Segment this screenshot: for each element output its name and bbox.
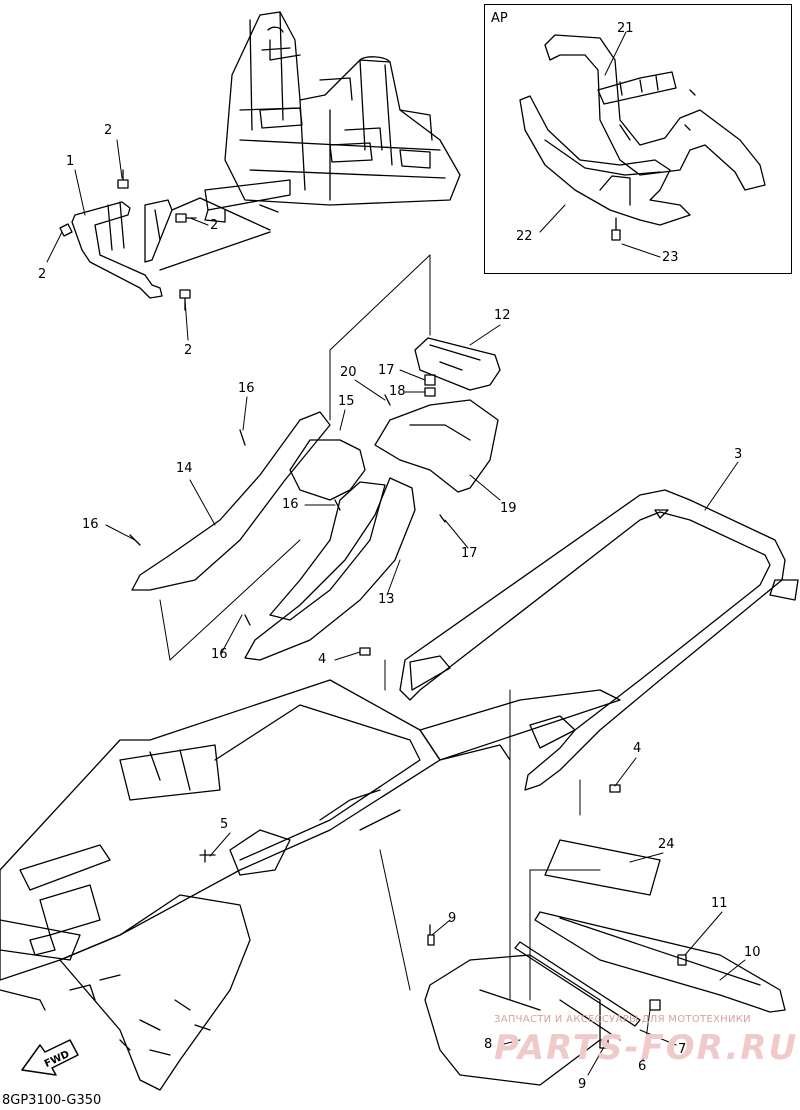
callout-14: 14 xyxy=(176,461,193,476)
callout-12: 12 xyxy=(494,308,511,323)
callout-24: 24 xyxy=(658,837,675,852)
footrest-parts-drawing xyxy=(424,839,786,1086)
callout-8: 8 xyxy=(484,1037,493,1052)
callout-2: 2 xyxy=(104,123,113,138)
callout-5: 5 xyxy=(220,817,229,832)
fwd-label: FWD xyxy=(42,1048,72,1071)
front-frame-drawing xyxy=(199,11,461,231)
callout-3: 3 xyxy=(734,447,743,462)
callout-7: 7 xyxy=(678,1042,687,1057)
callout-11: 11 xyxy=(711,896,728,911)
diagram-code: 8GP3100-G350 xyxy=(2,1093,102,1108)
callout-18: 18 xyxy=(389,384,406,399)
callout-13: 13 xyxy=(378,592,395,607)
watermark-subtitle: ЗАПЧАСТИ И АКСЕССУАРЫ ДЛЯ МОТОТЕХНИКИ xyxy=(494,1014,751,1025)
callout-16: 16 xyxy=(238,381,255,396)
callout-10: 10 xyxy=(744,945,761,960)
callout-17: 17 xyxy=(378,363,395,378)
rear-grab-bar-3 xyxy=(359,489,799,793)
callout-6: 6 xyxy=(638,1059,647,1074)
watermark-logo: PARTS-FOR.RU xyxy=(494,1028,799,1068)
inset-parts-drawing xyxy=(519,34,766,241)
fwd-indicator: FWD xyxy=(22,1040,78,1076)
callout-21: 21 xyxy=(617,21,634,36)
callout-1: 1 xyxy=(66,154,75,169)
ap-inset-box: AP xyxy=(484,4,792,274)
inset-title: AP xyxy=(491,11,508,26)
callout-pointers xyxy=(46,31,746,1076)
callout-9: 9 xyxy=(448,911,457,926)
callout-9: 9 xyxy=(578,1077,587,1092)
grab-rail-part-1 xyxy=(71,197,271,299)
callout-19: 19 xyxy=(500,501,517,516)
callout-23: 23 xyxy=(662,250,679,265)
callout-2: 2 xyxy=(38,267,47,282)
callout-16: 16 xyxy=(82,517,99,532)
chassis-drawing xyxy=(0,679,621,1091)
callout-17: 17 xyxy=(461,546,478,561)
callout-4: 4 xyxy=(318,652,327,667)
callout-16: 16 xyxy=(211,647,228,662)
leader-lines xyxy=(159,254,601,1001)
callout-20: 20 xyxy=(340,365,357,380)
callout-2: 2 xyxy=(210,218,219,233)
callout-4: 4 xyxy=(633,741,642,756)
callout-22: 22 xyxy=(516,229,533,244)
fwd-arrow-icon xyxy=(21,1039,79,1076)
callout-2: 2 xyxy=(184,343,193,358)
bolts-2 xyxy=(59,169,197,311)
callout-16: 16 xyxy=(282,497,299,512)
cover-parts-drawing xyxy=(129,337,501,661)
callout-15: 15 xyxy=(338,394,355,409)
